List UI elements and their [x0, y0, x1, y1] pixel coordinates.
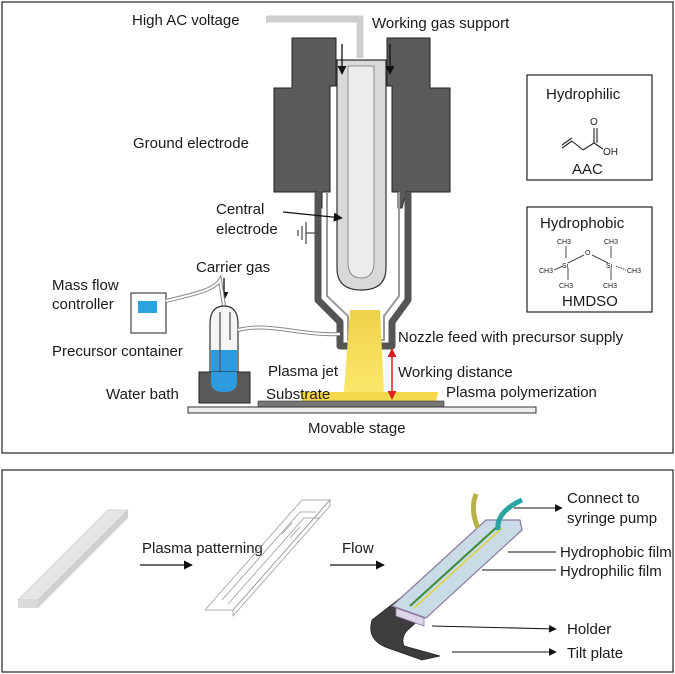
hmdso-ch3-b: CH3 — [539, 268, 553, 275]
carrier-gas-label: Carrier gas — [196, 259, 270, 276]
hmdso-si1: Si — [562, 263, 569, 270]
central-electrode-label-line1: Central — [216, 201, 264, 218]
water-bath-label: Water bath — [106, 386, 179, 403]
high-ac-voltage-label: High AC voltage — [132, 12, 240, 29]
central-electrode-arrow — [282, 211, 343, 222]
hydrophilic-film-label: Hydrophilic film — [560, 563, 662, 580]
plasma-polymerization-label: Plasma polymerization — [446, 384, 597, 401]
working-gas-support-label: Working gas support — [372, 15, 510, 32]
working-distance-label: Working distance — [398, 364, 513, 381]
precursor-container-label: Precursor container — [52, 343, 183, 360]
substrate-label: Substrate — [266, 386, 330, 403]
tilt-plate-label: Tilt plate — [567, 645, 623, 662]
central-electrode-label-line2: electrode — [216, 221, 278, 238]
hmdso-ch3-a: CH3 — [557, 239, 571, 246]
ground-electrode-label: Ground electrode — [133, 135, 249, 152]
bottom-panel-frame — [1, 469, 674, 673]
olive-tubing — [470, 493, 481, 530]
aac-structure — [561, 128, 604, 151]
hmdso-ch3-f: CH3 — [603, 283, 617, 290]
ground-electrode-left — [273, 37, 337, 209]
ground-electrode-right — [386, 37, 451, 209]
aac-label: AAC — [572, 161, 603, 178]
central-electrode — [347, 65, 375, 279]
connect-label-line2: syringe pump — [567, 510, 657, 527]
plasma-patterning-label: Plasma patterning — [142, 540, 263, 557]
ground-symbol — [297, 222, 318, 244]
hmdso-label: HMDSO — [562, 293, 618, 310]
glass-slide-plain — [17, 509, 129, 608]
top-panel-frame — [1, 1, 674, 454]
hydrophilic-box — [526, 74, 653, 181]
hydrophobic-box — [526, 206, 653, 313]
hydrophobic-film-label: Hydrophobic film — [560, 544, 672, 561]
aac-oh-atom: OH — [603, 147, 618, 158]
aac-o-atom: O — [590, 117, 598, 128]
mass-flow-screen — [138, 301, 157, 313]
hmdso-ch3-c: CH3 — [559, 283, 573, 290]
flow-label: Flow — [342, 540, 374, 557]
container-in-bath — [211, 372, 237, 392]
movable-stage — [187, 406, 537, 414]
holder-pointer — [431, 624, 557, 633]
hmdso-si2: Si — [606, 263, 613, 270]
mass-flow-label-line1: Mass flow — [52, 277, 119, 294]
mass-flow-label-line2: controller — [52, 296, 114, 313]
hmdso-structure — [553, 246, 627, 280]
hydrophobic-channel — [413, 527, 503, 609]
hmdso-ch3-d: CH3 — [604, 239, 618, 246]
holder-label: Holder — [567, 621, 611, 638]
hydrophilic-channel — [409, 525, 499, 607]
hmdso-ch3-e: CH3 — [627, 268, 641, 275]
hmdso-o: O — [585, 250, 591, 257]
hydrophobic-title: Hydrophobic — [540, 215, 625, 232]
plasma-jet-label: Plasma jet — [268, 363, 339, 380]
plasma-jet — [344, 310, 384, 392]
movable-stage-label: Movable stage — [308, 420, 406, 437]
hydrophilic-title: Hydrophilic — [546, 86, 621, 103]
teal-tubing — [495, 497, 524, 531]
plasma-spread — [300, 392, 438, 401]
holder-base — [395, 607, 425, 627]
high-voltage-wire — [266, 15, 364, 58]
glass-slide-patterned — [204, 498, 331, 618]
connect-label-line1: Connect to — [567, 490, 640, 507]
nozzle-feed-label: Nozzle feed with precursor supply — [398, 329, 624, 346]
